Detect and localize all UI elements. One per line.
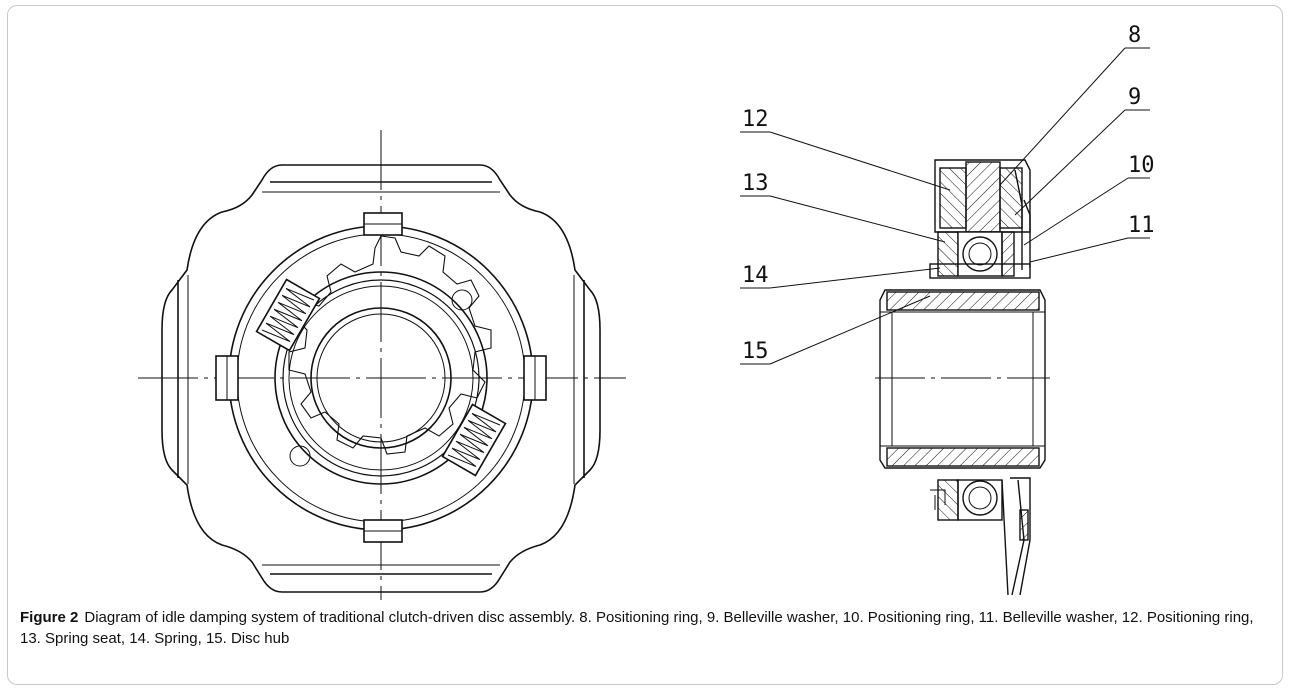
spring-lower-right [441,403,507,477]
callout-8: 8 [1128,23,1141,48]
outer-plate-outline [161,164,601,593]
spring-upper-left [255,278,321,352]
leader-lines [740,47,1150,365]
callout-14: 14 [742,263,769,288]
technical-drawing: 8 9 10 11 12 13 14 15 [138,23,1155,600]
callout-11: 11 [1128,213,1155,238]
front-view [138,130,626,600]
hub-bore [310,307,452,449]
callout-10: 10 [1128,153,1155,178]
figure-frame [7,5,1283,685]
callout-13: 13 [742,171,769,196]
spring-seat-13 [937,231,959,277]
callout-12: 12 [742,107,769,132]
figure-caption-text: Diagram of idle damping system of tradit… [20,609,1254,647]
hub-ring-outer [274,271,488,485]
callout-9: 9 [1128,85,1141,110]
figure-label: Figure 2 [20,609,79,626]
callout-15: 15 [742,339,769,364]
disc-hub [879,289,1046,469]
section-view [875,159,1050,596]
spring-14 [962,236,998,272]
